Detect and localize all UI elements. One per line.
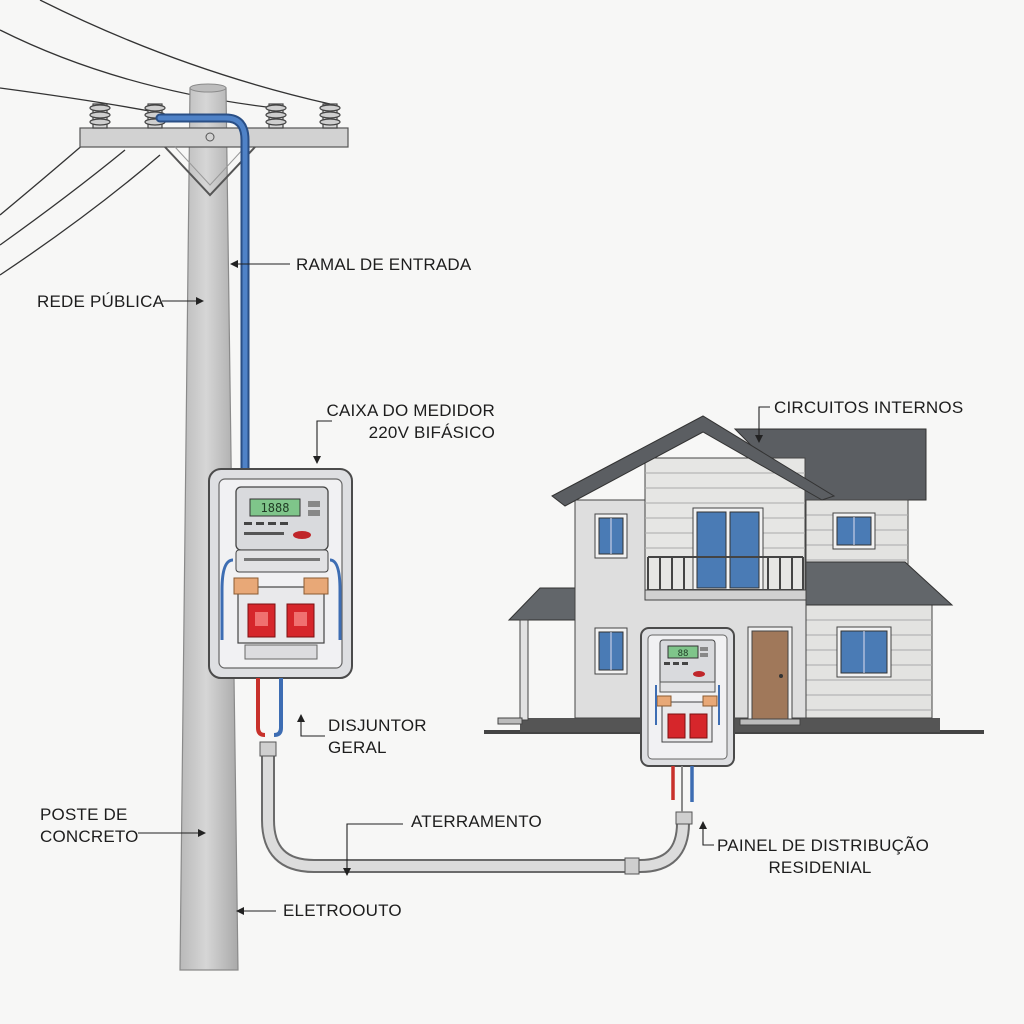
- panel-wires: [671, 766, 694, 812]
- label-eletroduto: ELETROOUTO: [283, 901, 402, 920]
- house: [484, 415, 984, 734]
- label-disjuntor-line2: GERAL: [328, 738, 387, 757]
- panel-display-reading: 88: [678, 649, 689, 659]
- label-painel-de-distribuicao: PAINEL DE DISTRIBUÇÃO RESIDENIAL: [717, 835, 930, 879]
- meter-display-reading: 1888: [261, 501, 290, 515]
- label-disjuntor-geral: DISJUNTOR GERAL: [328, 715, 427, 759]
- service-drop-cable: [155, 113, 250, 475]
- label-poste-line1: POSTE DE: [40, 805, 128, 824]
- conduit: [259, 741, 693, 875]
- label-ramal-de-entrada: RAMAL DE ENTRADA: [296, 255, 472, 274]
- label-aterramento: ATERRAMENTO: [411, 812, 542, 831]
- label-poste-de-concreto: POSTE DE CONCRETO: [40, 804, 139, 848]
- leader-arrows: [138, 260, 770, 915]
- insulators: [89, 103, 341, 129]
- label-caixa-line1: CAIXA DO MEDIDOR: [326, 401, 495, 420]
- label-painel-line2: RESIDENIAL: [768, 858, 872, 877]
- meter-box: [208, 468, 353, 679]
- label-caixa-do-medidor: CAIXA DO MEDIDOR 220V BIFÁSICO: [300, 400, 495, 444]
- crossarm: [79, 127, 349, 197]
- label-poste-line2: CONCRETO: [40, 827, 139, 846]
- main-breaker: [233, 577, 329, 660]
- overhead-lines: [0, 0, 331, 276]
- label-caixa-line2: 220V BIFÁSICO: [368, 423, 495, 442]
- label-circuitos-internos: CIRCUITOS INTERNOS: [774, 398, 964, 417]
- house-windows: [594, 512, 892, 678]
- label-disjuntor-line1: DISJUNTOR: [328, 716, 427, 735]
- pole-box-wires: [256, 678, 283, 737]
- label-painel-line1: PAINEL DE DISTRIBUÇÃO: [717, 836, 930, 855]
- label-rede-publica: REDE PÚBLICA: [37, 292, 165, 311]
- distribution-panel: [640, 627, 735, 767]
- meter-device: [235, 486, 329, 573]
